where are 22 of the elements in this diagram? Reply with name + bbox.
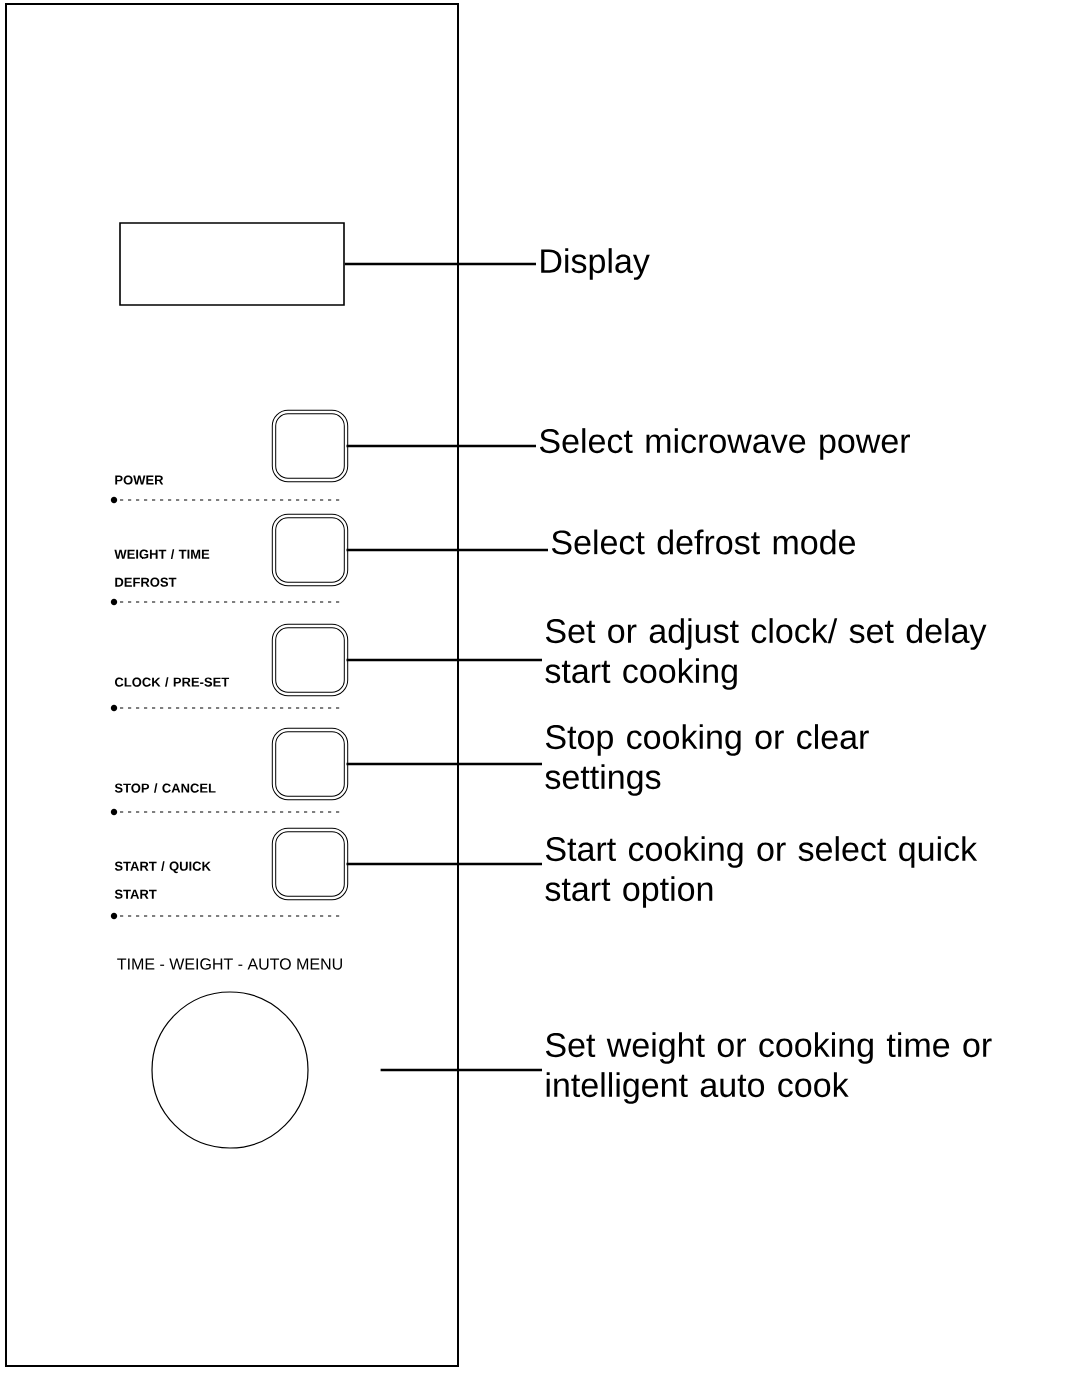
callout-text: Display — [541, 248, 650, 280]
leader-line — [346, 762, 542, 766]
leader-line — [344, 262, 536, 266]
dial-knob — [151, 991, 309, 1149]
callout-text: Set weight or cooking time or intelligent auto cook — [545, 1032, 992, 1104]
leader-line — [346, 658, 542, 662]
leader-line — [346, 444, 536, 448]
dial-label: TIME - WEIGHT - AUTO MENU — [117, 958, 342, 970]
push-button — [271, 727, 349, 801]
push-button — [271, 513, 349, 587]
push-button — [271, 623, 349, 697]
push-button — [271, 409, 349, 483]
push-button — [271, 827, 349, 901]
callout-text: Start cooking or select quick start option — [545, 836, 978, 908]
callout-text: Select defrost mode — [551, 529, 855, 555]
callout-text: Select microwave power — [539, 428, 910, 460]
callout-text: Set or adjust clock/ set delay start cooking — [545, 618, 987, 690]
leader-line — [346, 862, 542, 866]
callout-text: Stop cooking or clear settings — [545, 724, 869, 796]
display-window — [119, 222, 345, 306]
leader-line — [346, 548, 548, 552]
leader-line — [380, 1068, 542, 1072]
